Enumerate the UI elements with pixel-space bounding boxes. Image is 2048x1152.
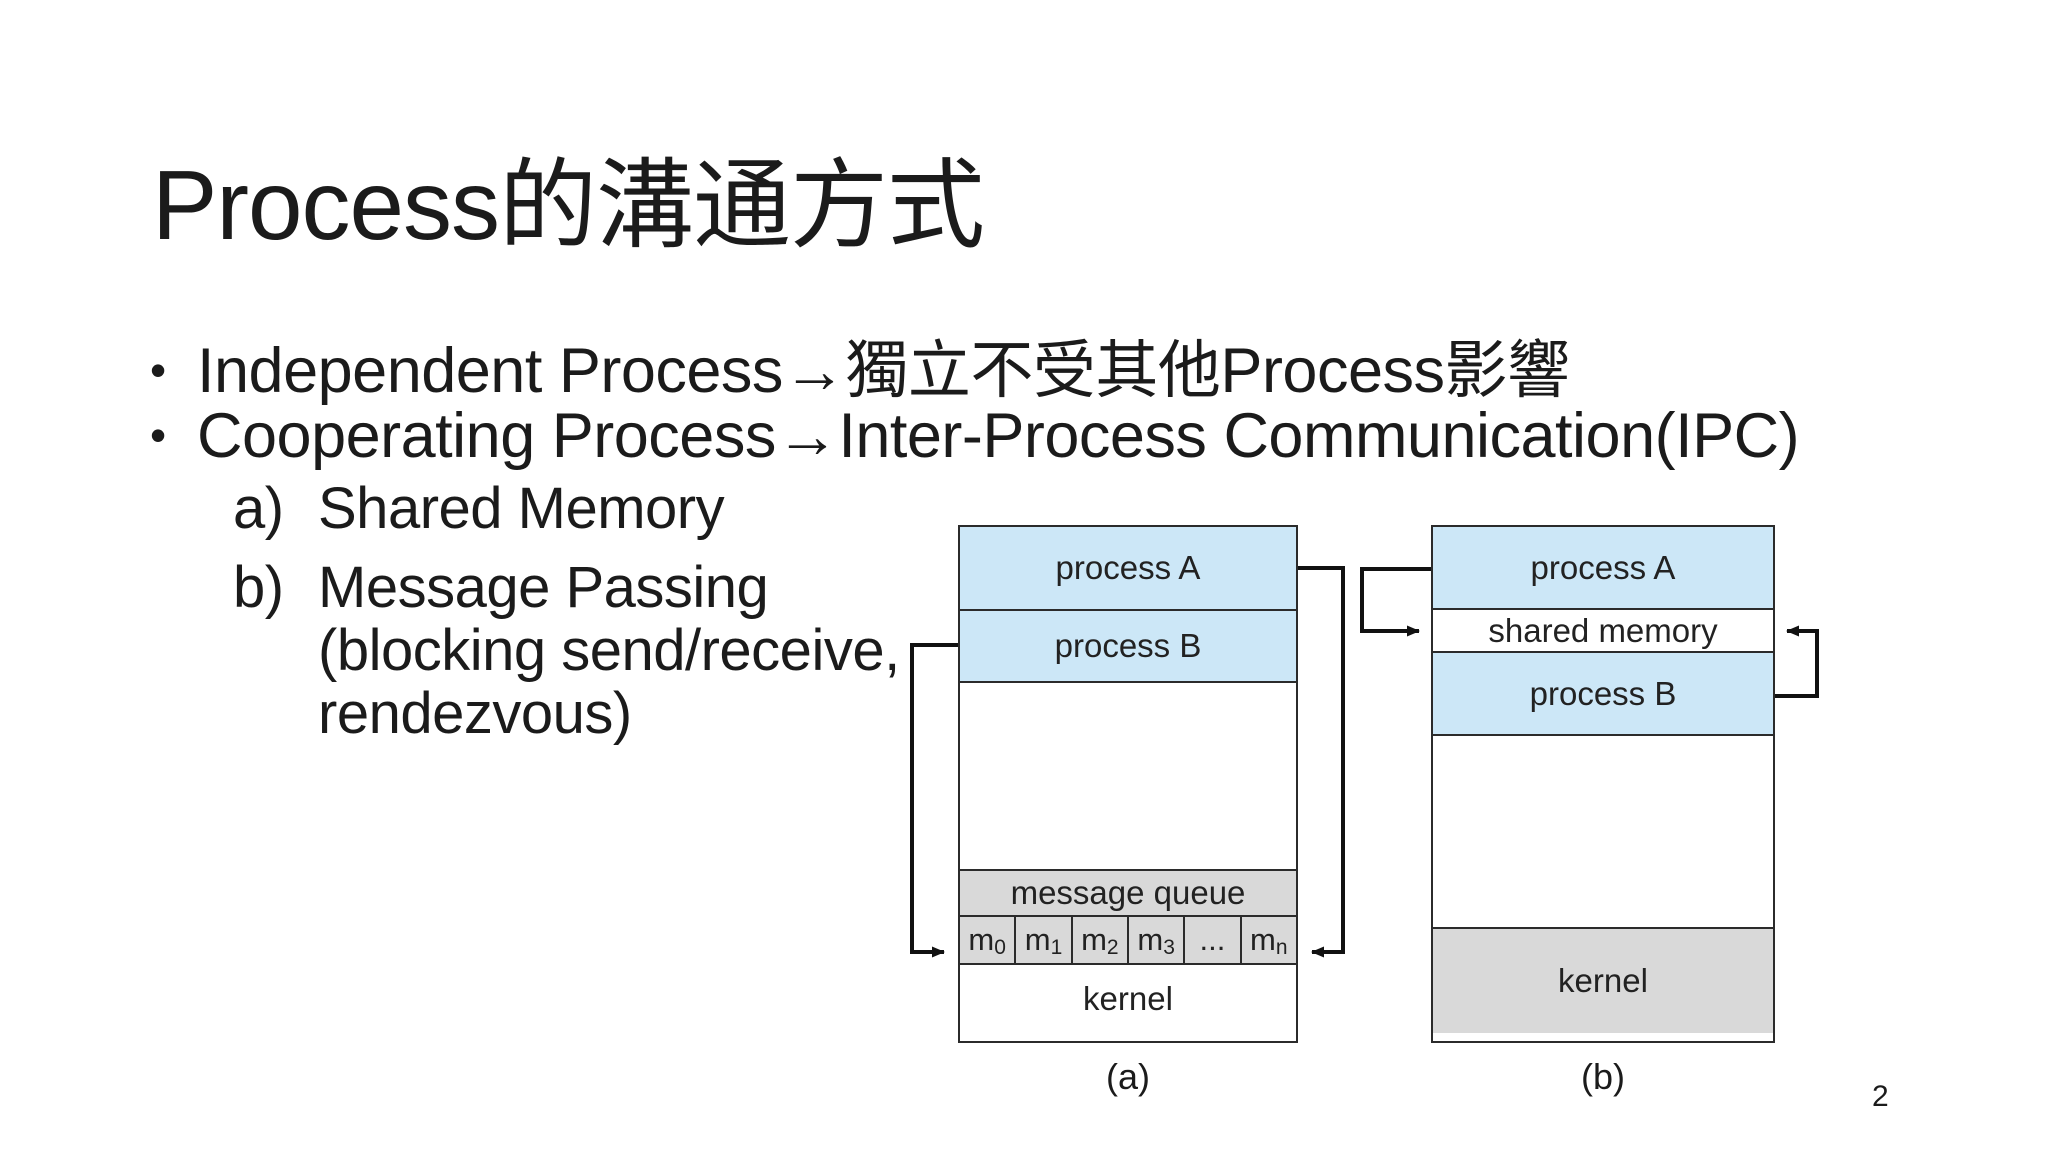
arrow-processA-to-queue bbox=[1298, 566, 1345, 958]
arrow-processB-to-shared-memory bbox=[1775, 625, 1819, 698]
sub-item-line: (blocking send/receive, bbox=[318, 618, 900, 683]
diagram-shared-memory: process A shared memory process B kernel bbox=[1431, 525, 1775, 1043]
empty-region bbox=[960, 681, 1296, 869]
process-b-box: process B bbox=[960, 609, 1296, 681]
kernel-box: kernel bbox=[960, 963, 1296, 1033]
sub-item-message-passing: b) Message Passing (blocking send/receiv… bbox=[233, 556, 900, 745]
queue-cell: ... bbox=[1183, 917, 1239, 963]
diagram-b-caption: (b) bbox=[1581, 1056, 1625, 1097]
sub-item-text: Shared Memory bbox=[318, 476, 725, 541]
page-title: Process的溝通方式 bbox=[152, 150, 985, 260]
process-a-box: process A bbox=[960, 527, 1296, 609]
kernel-box: kernel bbox=[1433, 927, 1773, 1033]
bullet-icon: • bbox=[150, 409, 166, 461]
diagram-a-caption: (a) bbox=[1106, 1056, 1150, 1097]
bullet-text: Cooperating Process→Inter-Process Commun… bbox=[197, 401, 1800, 471]
list-marker: b) bbox=[233, 555, 284, 620]
shared-memory-box: shared memory bbox=[1433, 608, 1773, 651]
sub-item-shared-memory: a) Shared Memory bbox=[233, 476, 725, 541]
process-a-box: process A bbox=[1433, 527, 1773, 608]
bullet-independent-process: •Independent Process→獨立不受其他Process影響 bbox=[150, 340, 1570, 403]
bullet-icon: • bbox=[150, 344, 166, 396]
page-number: 2 bbox=[1872, 1080, 1889, 1113]
bullet-cooperating-process: •Cooperating Process→Inter-Process Commu… bbox=[150, 405, 1800, 468]
sub-item-text: Message Passing (blocking send/receive, … bbox=[318, 556, 900, 745]
message-queue-box: message queue bbox=[960, 869, 1296, 915]
empty-region bbox=[1433, 734, 1773, 927]
bullet-text: Independent Process→獨立不受其他Process影響 bbox=[197, 336, 1570, 406]
sub-item-line: Message Passing bbox=[318, 555, 769, 620]
arrow-processA-to-shared-memory bbox=[1360, 567, 1431, 637]
list-marker: a) bbox=[233, 476, 284, 541]
arrow-processB-to-queue bbox=[910, 643, 958, 958]
process-b-box: process B bbox=[1433, 651, 1773, 734]
sub-item-line: rendezvous) bbox=[318, 681, 632, 746]
